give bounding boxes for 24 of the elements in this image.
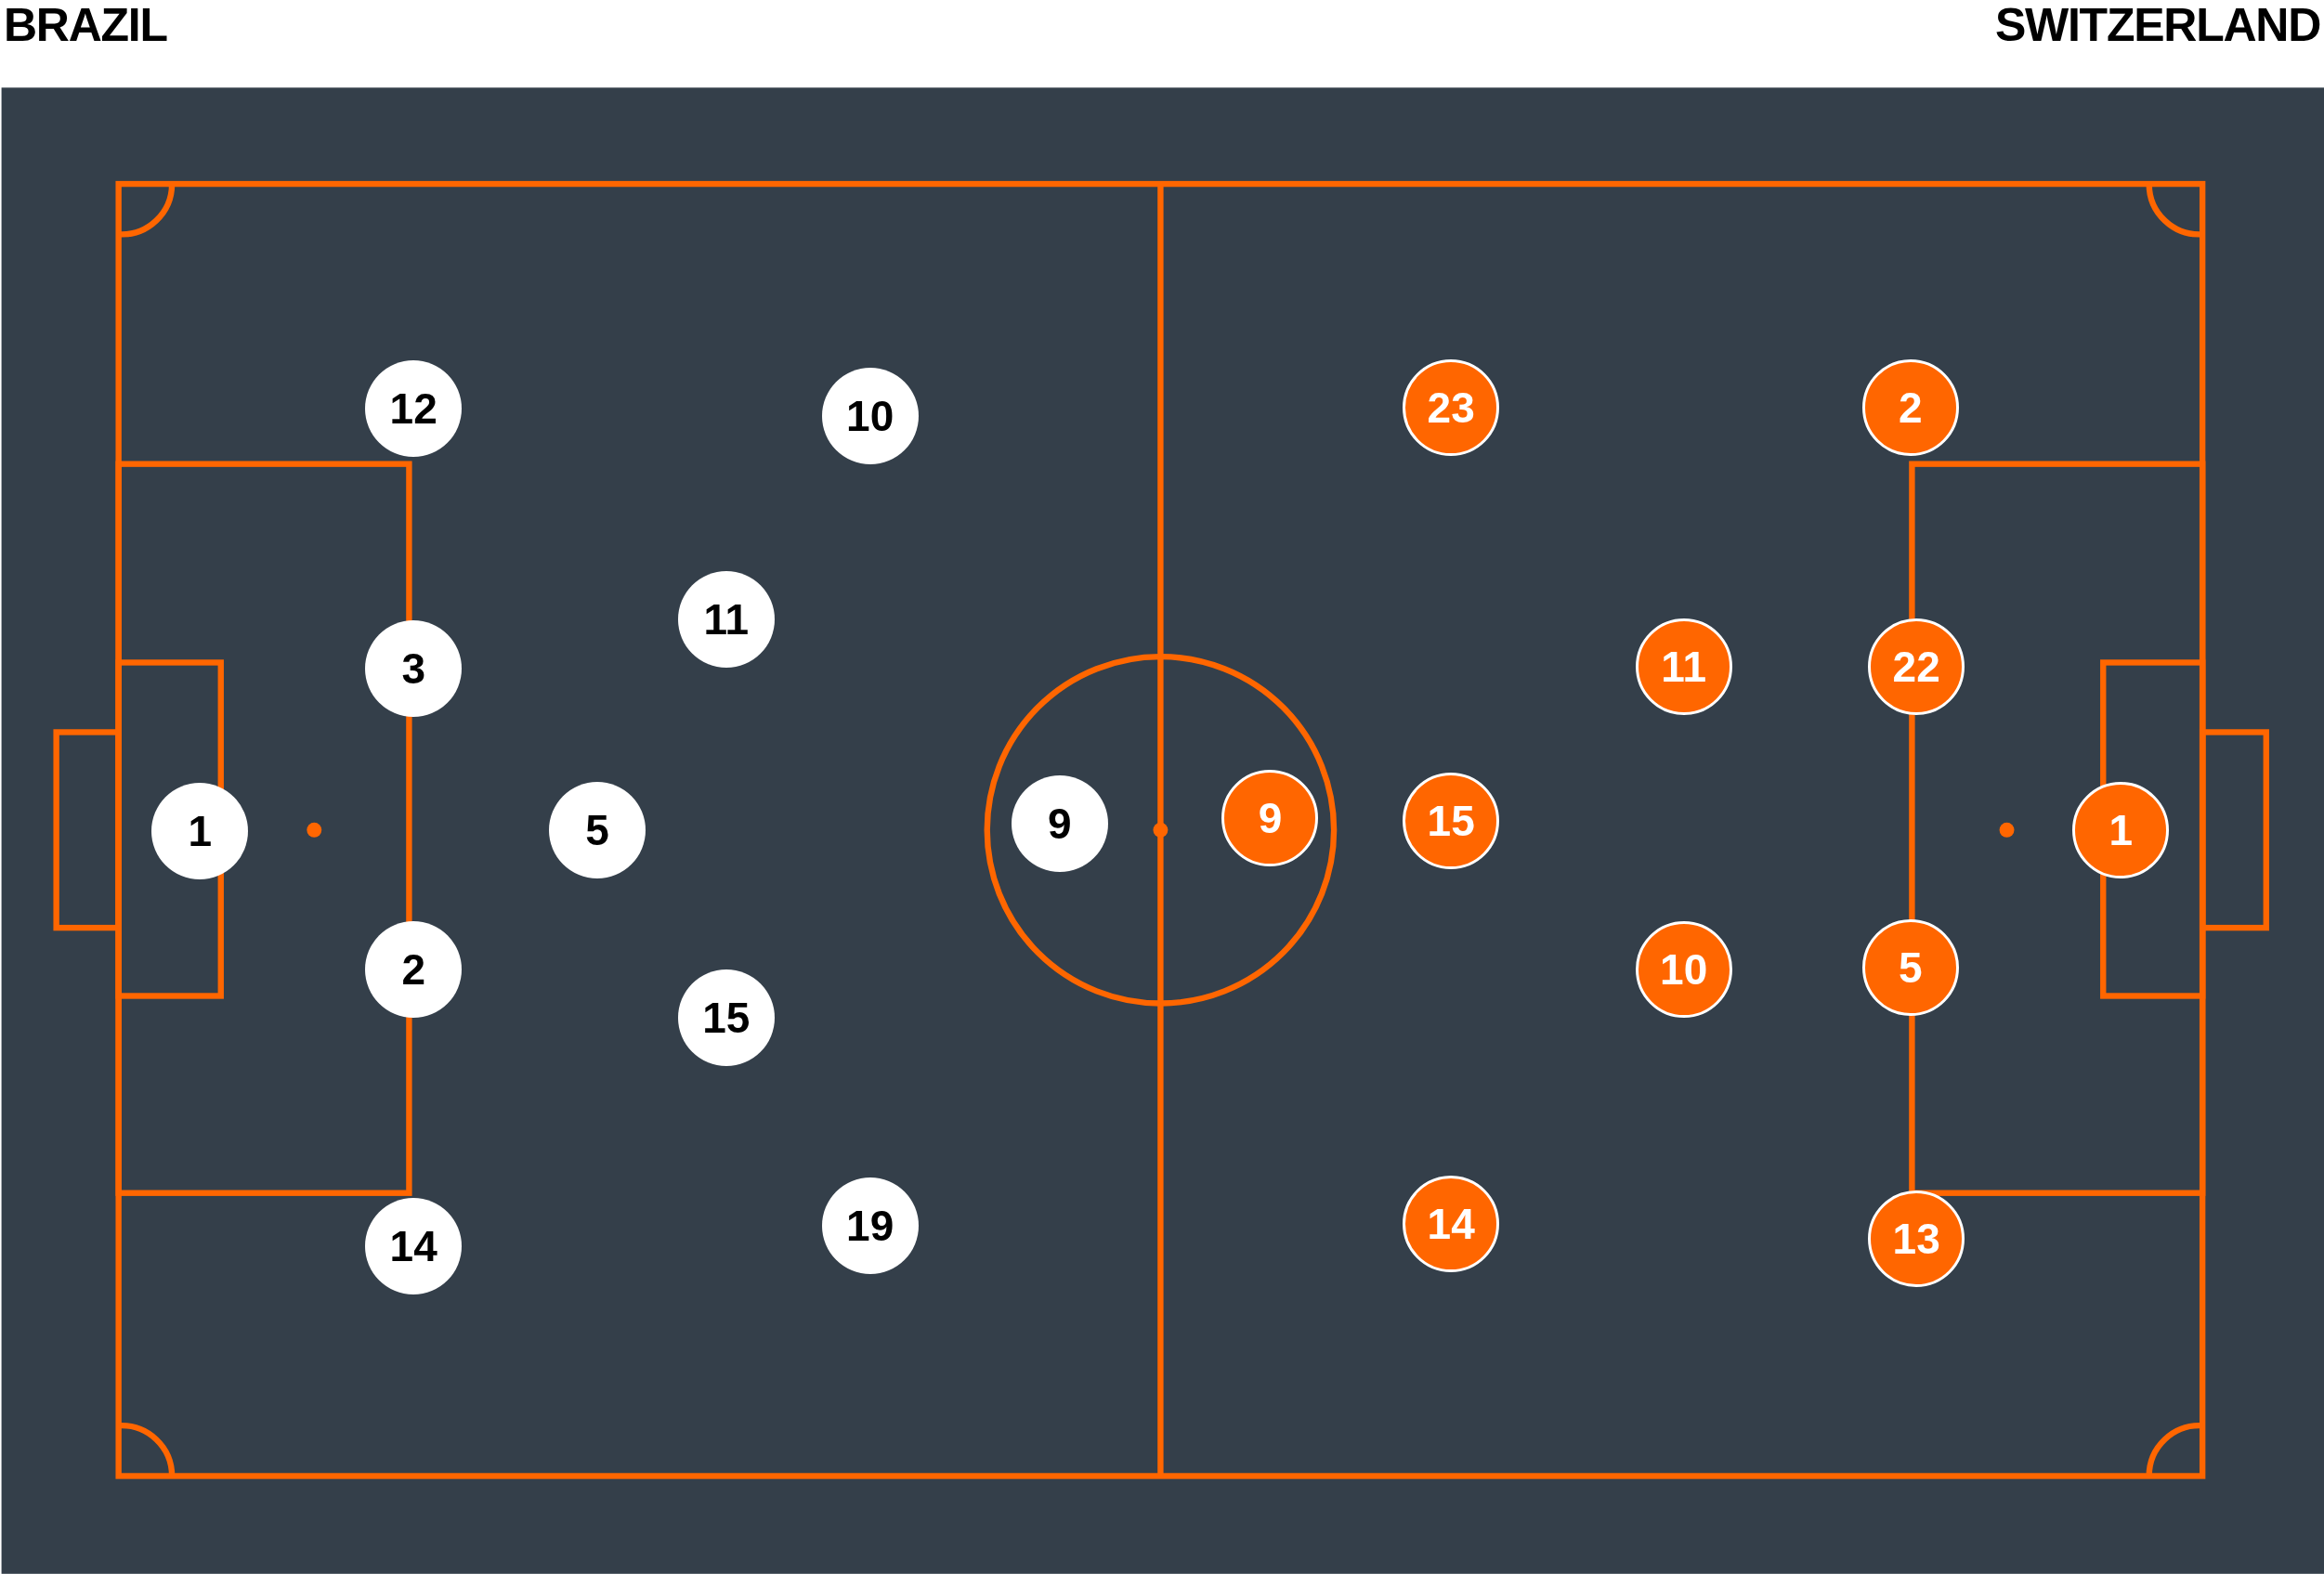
team-name: BRAZIL bbox=[4, 2, 167, 48]
player-number: 15 bbox=[702, 996, 751, 1040]
player-number: 10 bbox=[1660, 947, 1708, 991]
player-number: 3 bbox=[401, 646, 425, 690]
player-number: 11 bbox=[1661, 645, 1706, 689]
player-number: 13 bbox=[1892, 1216, 1940, 1260]
player-number: 9 bbox=[1048, 802, 1072, 846]
player-number: 14 bbox=[1427, 1203, 1475, 1245]
player-number: 1 bbox=[188, 810, 213, 853]
player-number: 12 bbox=[389, 387, 437, 431]
player-number: 22 bbox=[1892, 645, 1940, 689]
player-number: 5 bbox=[1899, 945, 1923, 989]
player-number: 23 bbox=[1427, 385, 1475, 429]
player-number: 10 bbox=[846, 395, 894, 438]
team-name: SWITZERLAND bbox=[1994, 2, 2320, 48]
player-number: 19 bbox=[846, 1203, 894, 1247]
player-number: 15 bbox=[1427, 800, 1475, 842]
player-number: 2 bbox=[401, 947, 425, 991]
player-number: 11 bbox=[703, 598, 750, 641]
player-number: 14 bbox=[389, 1224, 437, 1268]
player-number: 5 bbox=[585, 808, 609, 852]
player-number: 2 bbox=[1899, 385, 1923, 429]
player-number: 9 bbox=[1258, 796, 1283, 839]
player-number: 1 bbox=[2109, 808, 2134, 852]
